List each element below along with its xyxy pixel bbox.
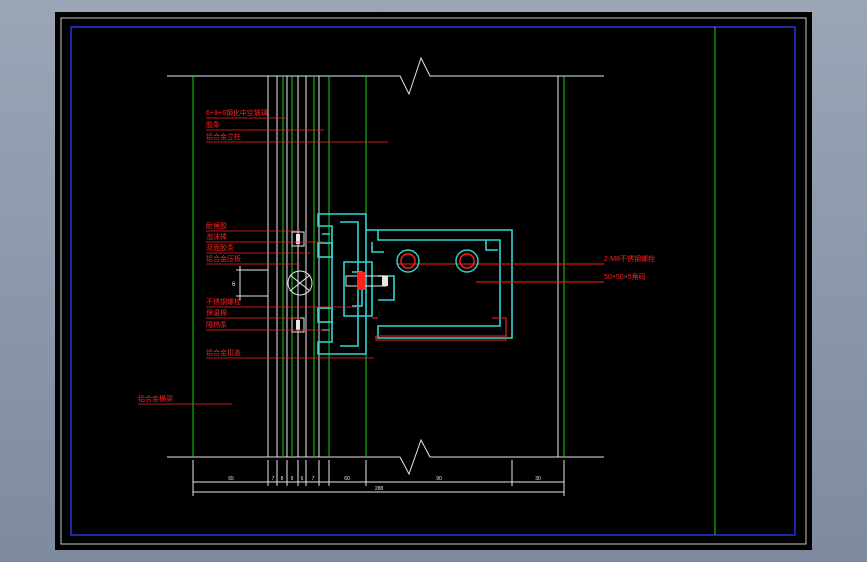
label-gasket: 胶条 xyxy=(206,120,220,129)
label-double-tape: 双面胶条 xyxy=(206,243,234,252)
label-angle-bracket: 50×50×5角码 xyxy=(604,272,646,281)
dim-value: 6 xyxy=(301,476,304,482)
labels-right: 2-M8不锈钢螺栓 50×50×5角码 xyxy=(604,254,655,281)
dim-value: 30 xyxy=(535,476,541,482)
bolt-holes xyxy=(396,249,479,273)
label-mullion: 铝合金立柱 xyxy=(206,132,241,141)
vertical-section-lines xyxy=(192,76,565,457)
clamp-bolt xyxy=(345,272,388,290)
leader-lines-left xyxy=(138,117,388,405)
label-pressure-plate: 铝合金压板 xyxy=(206,254,241,263)
label-bolts-m8: 2-M8不锈钢螺栓 xyxy=(604,254,655,263)
break-line-bottom xyxy=(167,438,604,476)
dim-value: 90 xyxy=(436,476,442,482)
dimension-chain xyxy=(192,460,565,496)
label-thermal-break: 隔热条 xyxy=(206,320,227,329)
drawing-frame-outer xyxy=(60,17,807,545)
dim-value: 7 xyxy=(272,476,275,482)
label-insulation: 保温棉 xyxy=(206,308,227,317)
label-foam-rod: 泡沫棒 xyxy=(206,232,227,241)
glazing-gaskets xyxy=(287,231,313,333)
labels-left: 6+9+6钢化中空玻璃 胶条 铝合金立柱 耐候胶 泡沫棒 双面胶条 铝合金压板 … xyxy=(138,108,268,403)
label-glass: 6+9+6钢化中空玻璃 xyxy=(206,108,268,117)
dim-value: 65 xyxy=(228,476,234,482)
left-dimension-value: 6 xyxy=(232,282,236,288)
label-sealant: 耐候胶 xyxy=(206,221,227,230)
label-cover-cap: 铝合金扣盖 xyxy=(206,348,241,357)
dim-total: 288 xyxy=(375,486,384,492)
dim-value: 7 xyxy=(312,476,315,482)
left-dimension-marker xyxy=(236,266,268,300)
dim-value: 60 xyxy=(344,476,350,482)
dimension-values: 65 7 8 9 6 7 60 90 30 288 xyxy=(228,476,541,492)
dim-value: 9 xyxy=(291,476,294,482)
drawing-background xyxy=(55,12,812,550)
transom-section xyxy=(372,263,604,341)
drawing-frame-inner xyxy=(70,26,796,536)
dim-value: 8 xyxy=(281,476,284,482)
break-line-top xyxy=(167,56,604,96)
label-ss-bolt: 不锈钢螺栓 xyxy=(206,297,241,306)
label-transom: 铝合金横梁 xyxy=(138,394,173,403)
